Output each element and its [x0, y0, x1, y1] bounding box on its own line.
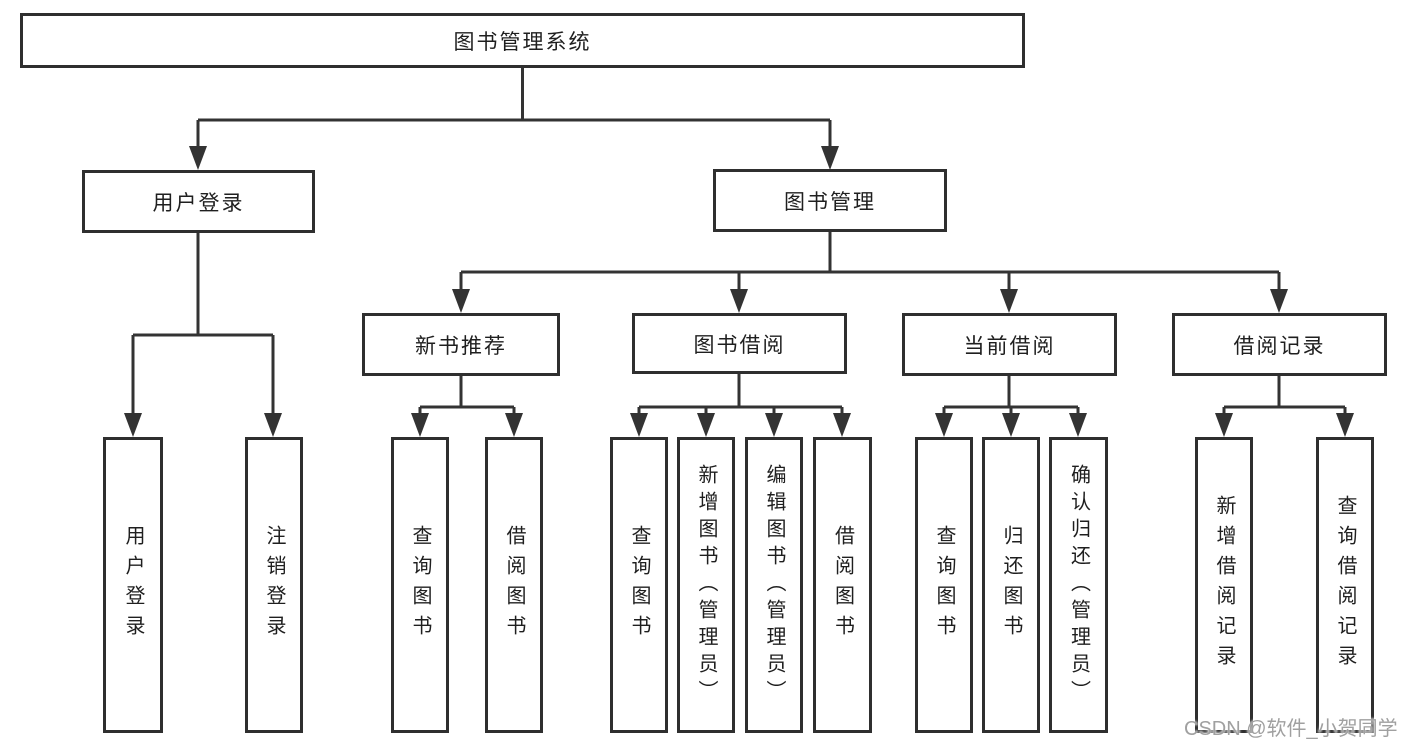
- leaf-logout: 注销登录: [245, 437, 303, 733]
- leaf-bb-borrow-books-label: 借阅图书: [831, 525, 854, 645]
- node-book-management-label: 图书管理: [784, 190, 876, 214]
- node-current-borrowing-label: 当前借阅: [963, 334, 1056, 358]
- arrow-down-icon: [124, 413, 142, 437]
- arrow-down-icon: [1069, 413, 1087, 437]
- arrow-down-icon: [697, 413, 715, 437]
- node-root-label: 图书管理系统: [453, 30, 592, 54]
- arrow-down-icon: [630, 413, 648, 437]
- arrow-down-icon: [264, 413, 282, 437]
- node-borrowing-records: 借阅记录: [1172, 313, 1387, 376]
- arrow-down-icon: [1270, 289, 1288, 313]
- arrow-down-icon: [189, 146, 207, 170]
- leaf-cb-query-books-label: 查询图书: [933, 525, 955, 645]
- node-user-login: 用户登录: [82, 170, 315, 233]
- node-root: 图书管理系统: [20, 13, 1025, 68]
- node-user-login-label: 用户登录: [152, 191, 245, 215]
- node-new-book-recommend-label: 新书推荐: [415, 334, 507, 358]
- leaf-br-query-record: 查询借阅记录: [1316, 437, 1374, 733]
- leaf-bb-edit-books-admin: 编辑图书（管理员）: [745, 437, 803, 733]
- arrow-down-icon: [833, 413, 851, 437]
- arrow-down-icon: [765, 413, 783, 437]
- node-book-borrowing: 图书借阅: [632, 313, 847, 374]
- node-book-borrowing-label: 图书借阅: [693, 333, 786, 357]
- arrow-down-icon: [1000, 289, 1018, 313]
- leaf-bb-add-books-admin: 新增图书（管理员）: [677, 437, 735, 733]
- arrow-down-icon: [505, 413, 523, 437]
- leaf-user-login-label: 用户登录: [122, 525, 144, 645]
- node-book-management: 图书管理: [713, 169, 947, 232]
- leaf-br-add-record-label: 新增借阅记录: [1213, 495, 1235, 675]
- leaf-cb-confirm-return-admin: 确认归还（管理员）: [1049, 437, 1108, 733]
- leaf-nb-query-books: 查询图书: [391, 437, 449, 733]
- leaf-cb-return-books: 归还图书: [982, 437, 1040, 733]
- arrow-down-icon: [411, 413, 429, 437]
- arrow-down-icon: [821, 146, 839, 170]
- leaf-nb-query-books-label: 查询图书: [409, 525, 431, 645]
- arrow-down-icon: [1215, 413, 1233, 437]
- leaf-br-query-record-label: 查询借阅记录: [1334, 495, 1356, 675]
- leaf-bb-query-books: 查询图书: [610, 437, 668, 733]
- leaf-logout-label: 注销登录: [263, 525, 285, 645]
- leaf-nb-borrow-books: 借阅图书: [485, 437, 543, 733]
- node-current-borrowing: 当前借阅: [902, 313, 1117, 376]
- arrow-down-icon: [730, 289, 748, 313]
- leaf-bb-edit-books-admin-label: 编辑图书（管理员）: [763, 463, 785, 707]
- leaf-nb-borrow-books-label: 借阅图书: [503, 525, 525, 645]
- leaf-user-login: 用户登录: [103, 437, 163, 733]
- node-new-book-recommend: 新书推荐: [362, 313, 560, 376]
- watermark: CSDN @软件_小贺同学: [1184, 718, 1398, 740]
- leaf-cb-confirm-return-admin-label: 确认归还（管理员）: [1067, 463, 1090, 707]
- leaf-cb-return-books-label: 归还图书: [1000, 525, 1022, 645]
- leaf-br-add-record: 新增借阅记录: [1195, 437, 1253, 733]
- leaf-bb-borrow-books: 借阅图书: [813, 437, 872, 733]
- leaf-cb-query-books: 查询图书: [915, 437, 973, 733]
- node-borrowing-records-label: 借阅记录: [1233, 334, 1326, 358]
- arrow-down-icon: [1002, 413, 1020, 437]
- arrow-down-icon: [452, 289, 470, 313]
- leaf-bb-query-books-label: 查询图书: [628, 525, 650, 645]
- arrow-down-icon: [1336, 413, 1354, 437]
- arrow-down-icon: [935, 413, 953, 437]
- arrowheads: [124, 146, 1354, 437]
- leaf-bb-add-books-admin-label: 新增图书（管理员）: [695, 463, 717, 707]
